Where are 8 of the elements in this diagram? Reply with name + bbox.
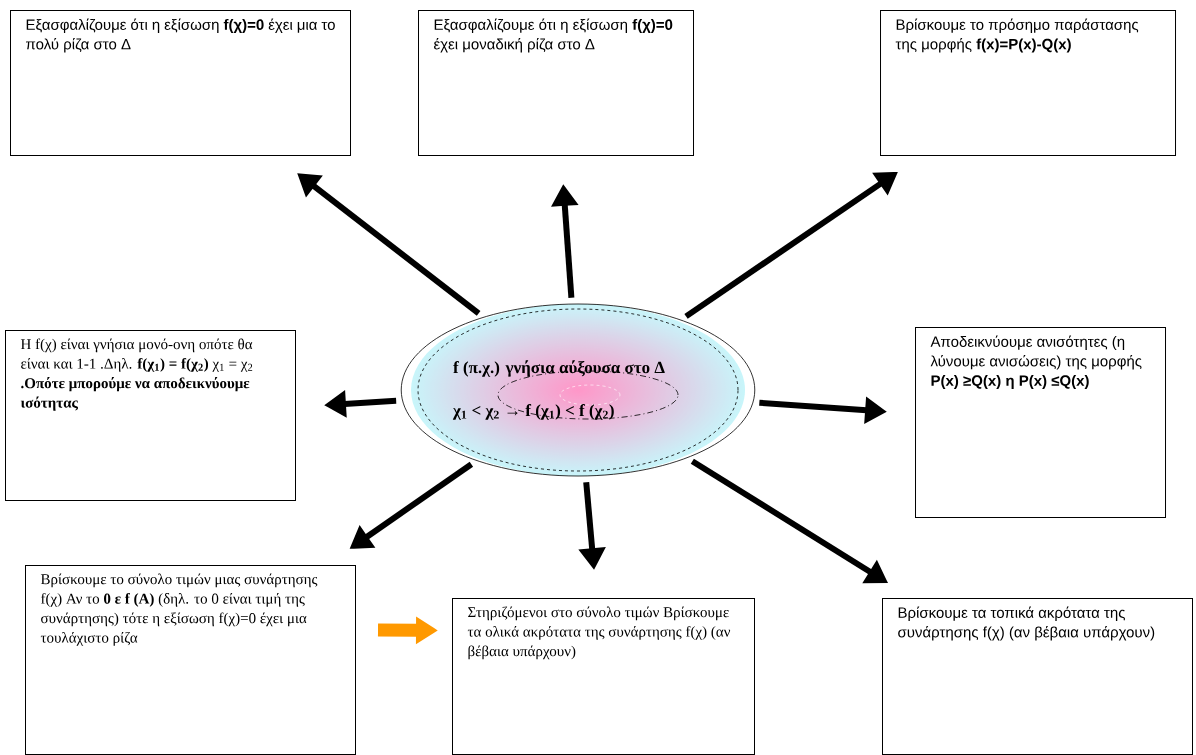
text-box: Στηριζόμενοι στο σύνολο τιμών Βρίσκουμε τα ολικά ακρότατα της συνάρτησης f(χ) (αν βέβαια υπάρχουν) [452,598,755,755]
text-box: Εξασφαλίζουμε ότι η εξίσωση f(χ)=0 έχει μια το πολύ ρίζα στο Δ [10,10,351,156]
text-box: Η f(χ) είναι γνήσια μονό-ονη οπότε θα είναι και 1-1 .Δηλ. f(χ$_{1}$) = f(χ$_{2}$) χ$_{1}$ = χ$_{2}$ .Οπότε μπορούμε να αποδεικνύουμε ισότητας [5,330,296,501]
text-box: Βρίσκουμε το πρόσημο παράστασης της μορφής f(x)=P(x)-Q(x) [880,10,1176,156]
text-box: Εξασφαλίζουμε ότι η εξίσωση f(χ)=0 έχει μοναδική ρίζα στο Δ [418,10,694,156]
text-box: Βρίσκουμε τα τοπικά ακρότατα της συνάρτησης f(χ) (αν βέβαια υπάρχουν) [882,598,1193,755]
text-box: Αποδεικνύουμε ανισότητες (η λύνουμε ανισώσεις) της μορφής P(x) ≥Q(x) η P(x) ≤Q(x) [915,327,1166,518]
text-box: Βρίσκουμε το σύνολο τιμών μιας συνάρτησης f(χ) Αν το 0 ε f (A) (δηλ. το 0 είναι τιμή της συνάρτησης) τότε η εξίσωση f(χ)=0 έχει μια τουλάχιστο ρίζα [25,565,356,755]
